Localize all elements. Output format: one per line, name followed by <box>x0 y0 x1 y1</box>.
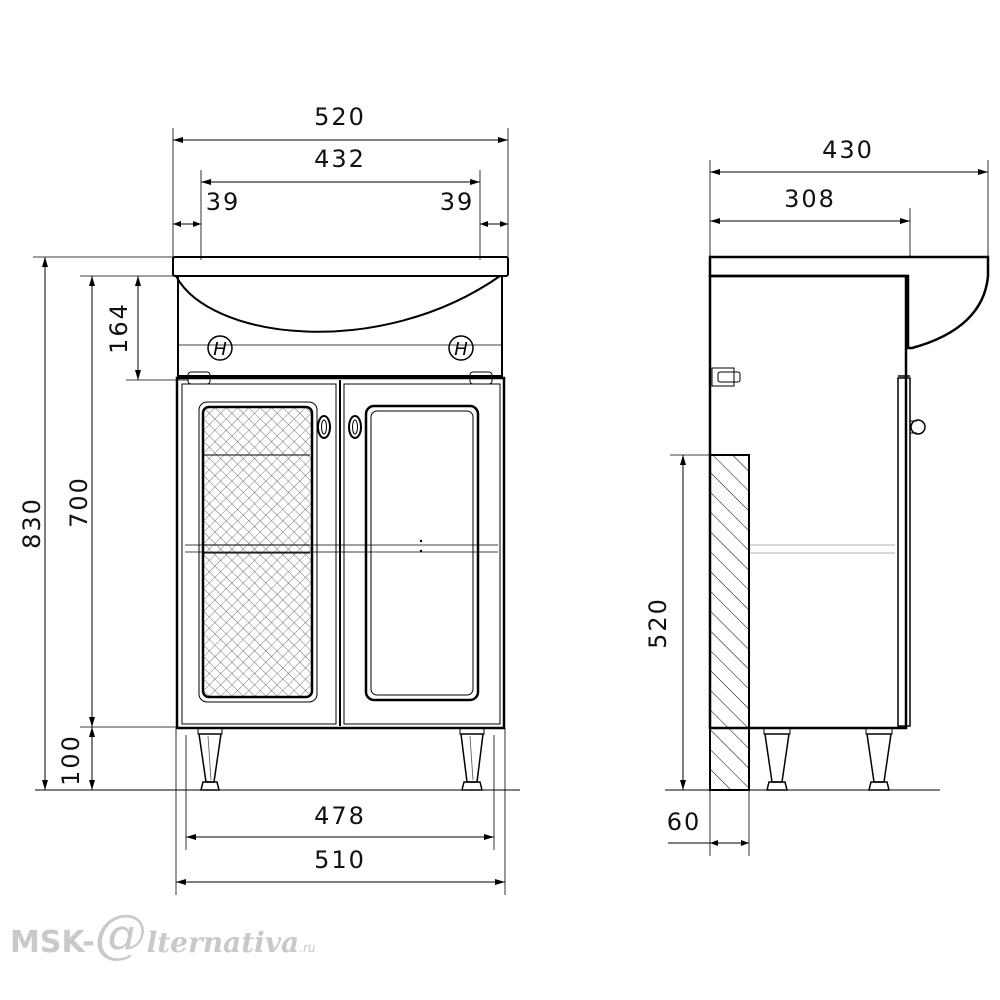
side-leg-right <box>865 727 893 791</box>
mesh-panel <box>201 405 314 699</box>
dim-depth-total: 430 <box>709 136 989 258</box>
dim-height-legs: 100 <box>57 727 95 790</box>
dim-width-basin: 432 <box>200 145 481 260</box>
dim-label-830: 830 <box>18 497 46 549</box>
dim-label-430: 430 <box>822 136 874 164</box>
dim-label-100: 100 <box>57 734 85 786</box>
handle-right <box>348 415 362 439</box>
watermark-tld: .ru <box>299 941 316 955</box>
front-view: 520 432 39 39 830 700 <box>18 103 520 895</box>
dim-label-478: 478 <box>314 802 366 830</box>
dim-width-body: 510 <box>175 728 506 895</box>
faucet-marker-left: H <box>207 335 233 361</box>
dim-side-offsets: 39 39 <box>173 188 508 227</box>
dim-label-520: 520 <box>314 103 366 131</box>
dim-label-60: 60 <box>667 808 702 836</box>
dim-wall-thickness: 60 <box>667 790 750 856</box>
faucet-marker-right: H <box>448 335 474 361</box>
side-view: 430 308 <box>644 136 990 856</box>
dim-label-39-right: 39 <box>440 188 475 216</box>
dim-width-legs: 478 <box>185 735 495 850</box>
dim-depth-body: 308 <box>710 185 911 258</box>
watermark-at: @ <box>94 905 147 965</box>
dim-height-total: 830 <box>18 256 175 790</box>
dim-label-432: 432 <box>314 145 366 173</box>
dim-width-top: 520 <box>172 103 509 258</box>
dim-label-520-side: 520 <box>644 597 672 649</box>
side-leg-left <box>763 727 791 791</box>
dim-label-308: 308 <box>784 185 836 213</box>
watermark-logo: MSK-@lternativa.ru <box>10 905 316 965</box>
faucet-label-left: H <box>213 339 227 360</box>
left-door <box>181 383 337 725</box>
dim-label-510: 510 <box>314 846 366 874</box>
dim-label-164: 164 <box>105 302 133 354</box>
dim-height-body: 700 <box>65 275 178 728</box>
dim-label-700: 700 <box>65 476 93 528</box>
right-door <box>343 383 501 725</box>
dim-basin-depth: 164 <box>105 276 188 381</box>
watermark-right: lternativa <box>146 926 300 959</box>
dim-label-39-left: 39 <box>206 188 241 216</box>
leg-left <box>197 727 223 791</box>
dim-wall-height: 520 <box>644 454 712 790</box>
wall-section <box>709 454 750 791</box>
handle-left <box>317 415 331 439</box>
leg-right <box>459 727 485 791</box>
faucet-label-right: H <box>454 339 468 360</box>
watermark-left: MSK- <box>10 925 95 960</box>
